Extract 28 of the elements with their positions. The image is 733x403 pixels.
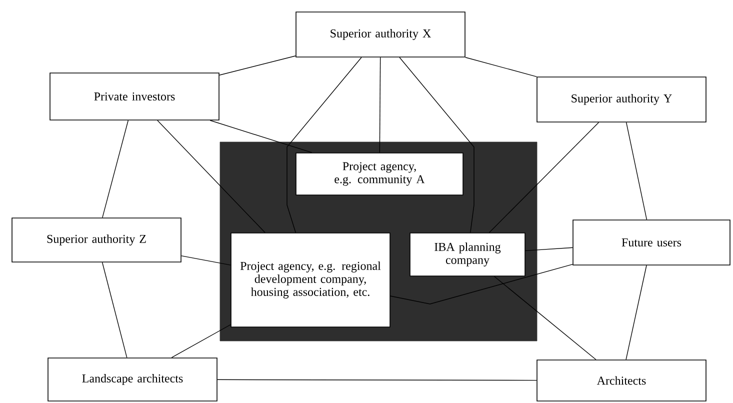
- authority-box: Superior authority Y: [536, 76, 706, 122]
- connector-line: [399, 57, 474, 233]
- connector-line: [488, 122, 600, 233]
- authority-box: Superior authority Z: [12, 218, 182, 262]
- authority-box: Superior authority X: [296, 12, 466, 58]
- connector-line: [171, 324, 231, 358]
- connector-line: [102, 262, 128, 358]
- stakeholder-box: Landscape architects: [48, 358, 218, 402]
- connector-line: [286, 57, 362, 233]
- connector-line: [626, 122, 648, 220]
- stakeholder-box: Private investors: [50, 72, 220, 120]
- connector-line: [525, 247, 573, 252]
- connector-line: [219, 56, 296, 76]
- stakeholder-box: Future users: [572, 220, 730, 266]
- connector-line: [379, 57, 381, 153]
- connector-line: [217, 379, 537, 381]
- connector-line: [465, 57, 537, 78]
- connector-line: [181, 256, 231, 266]
- planning-box: IBA planning company: [410, 232, 526, 276]
- connector-line: [157, 120, 266, 233]
- connector-line: [494, 276, 596, 360]
- agency-box: Project agency, e.g. regional development company, housing association, etc.: [230, 232, 390, 328]
- connector-line: [210, 120, 312, 153]
- agency-box: Project agency, e.g. community A: [296, 152, 464, 196]
- connector-line: [390, 264, 573, 304]
- connector-line: [626, 265, 647, 360]
- stakeholder-box: Architects: [536, 360, 706, 402]
- connector-line: [102, 120, 129, 218]
